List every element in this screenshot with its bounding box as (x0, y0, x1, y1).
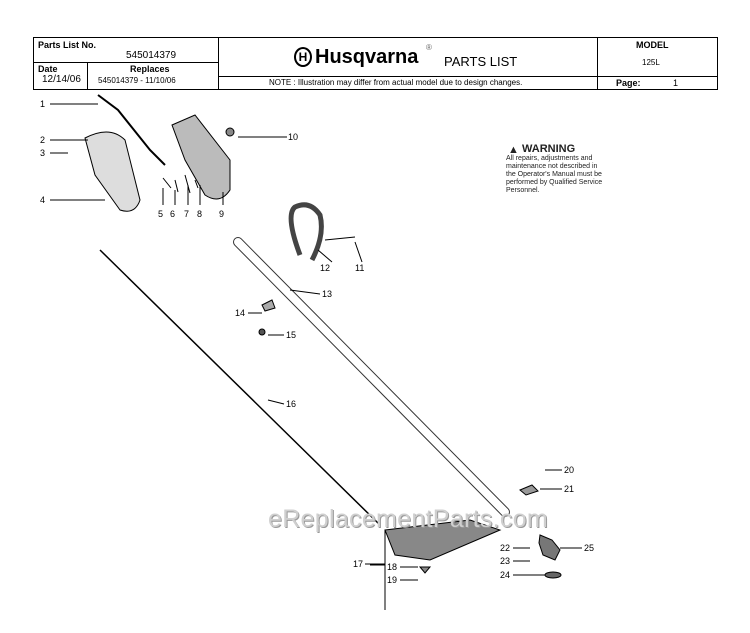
callout-5: 5 (158, 209, 163, 219)
callout-8: 8 (197, 209, 202, 219)
callout-20: 20 (564, 465, 574, 475)
callout-13: 13 (322, 289, 332, 299)
drive-shaft-part (99, 249, 381, 526)
callout-6: 6 (170, 209, 175, 219)
callout-15: 15 (286, 330, 296, 340)
cover-part (519, 484, 539, 496)
callout-4: 4 (40, 195, 45, 205)
title-cell: H Husqvarna ® PARTS LIST (219, 38, 598, 77)
page-cell: Page: 1 (598, 77, 718, 90)
model-label: MODEL (636, 40, 669, 50)
replaces-value: 545014379 - 11/10/06 (98, 76, 176, 85)
guard-bracket (370, 530, 386, 610)
callout-2: 2 (40, 135, 45, 145)
parts-list-no-cell: Parts List No. 545014379 (34, 38, 219, 63)
callout-11: 11 (355, 263, 364, 273)
parts-list-no: 545014379 (126, 50, 177, 61)
washer-part (544, 571, 562, 579)
callout-7: 7 (184, 209, 189, 219)
warning-line: maintenance not described in (506, 163, 598, 170)
husqvarna-logo-icon: H (294, 47, 312, 67)
warning-line: Personnel. (506, 187, 540, 194)
warning-line: performed by Qualified Service (506, 179, 603, 186)
plug-part (225, 127, 235, 137)
date-label: Date (38, 64, 58, 74)
note-text: NOTE : Illustration may differ from actu… (269, 78, 523, 87)
trigger-parts (162, 174, 199, 194)
handle-housing-part (84, 131, 141, 212)
parts-list-no-label: Parts List No. (38, 40, 97, 50)
warning-triangle-icon: ▲ (508, 144, 519, 156)
callout-18: 18 (387, 562, 397, 572)
brand-name: Husqvarna (315, 46, 419, 68)
page-label: Page: (616, 78, 641, 88)
callout-17: 17 (353, 559, 363, 569)
callout-16: 16 (286, 399, 296, 409)
replaces-label: Replaces (130, 64, 170, 74)
callout-24: 24 (500, 570, 510, 580)
callout-14: 14 (235, 308, 245, 318)
callout-25: 25 (584, 543, 594, 553)
watermark: eReplacementParts.com (268, 505, 549, 533)
model-cell: MODEL 125L (598, 38, 718, 77)
warning-line: All repairs, adjustments and (506, 155, 593, 162)
registered-mark: ® (426, 43, 432, 52)
loop-handle-part (288, 202, 324, 262)
warning-box: ▲WARNING All repairs, adjustments and ma… (506, 143, 602, 195)
handle-housing-right-part (171, 114, 231, 200)
gear-head-part (538, 534, 561, 561)
callout-12: 12 (320, 263, 330, 273)
callout-19: 19 (387, 575, 397, 585)
guard-part (384, 519, 502, 561)
callout-3: 3 (40, 148, 45, 158)
parts-list-title: PARTS LIST (444, 54, 518, 69)
warning-title-text: WARNING (522, 143, 576, 155)
header-table: Parts List No. 545014379 Date 12/14/06 R… (33, 37, 718, 90)
callout-21: 21 (564, 484, 574, 494)
model-value: 125L (642, 58, 660, 67)
throttle-cable-part (97, 94, 166, 166)
callout-9: 9 (219, 209, 224, 219)
replaces-cell: Replaces 545014379 - 11/10/06 (88, 63, 219, 90)
date-cell: Date 12/14/06 (34, 63, 88, 90)
warning-line: the Operator's Manual must be (506, 171, 602, 178)
warning-title: ▲WARNING (506, 143, 602, 156)
callout-22: 22 (500, 543, 510, 553)
date-value: 12/14/06 (42, 74, 81, 85)
callout-23: 23 (500, 556, 510, 566)
callout-1: 1 (40, 99, 45, 109)
screw-part (258, 328, 266, 336)
callout-10: 10 (288, 132, 298, 142)
note-cell: NOTE : Illustration may differ from actu… (219, 77, 598, 90)
page-value: 1 (673, 78, 679, 88)
clamp-part (261, 299, 276, 312)
